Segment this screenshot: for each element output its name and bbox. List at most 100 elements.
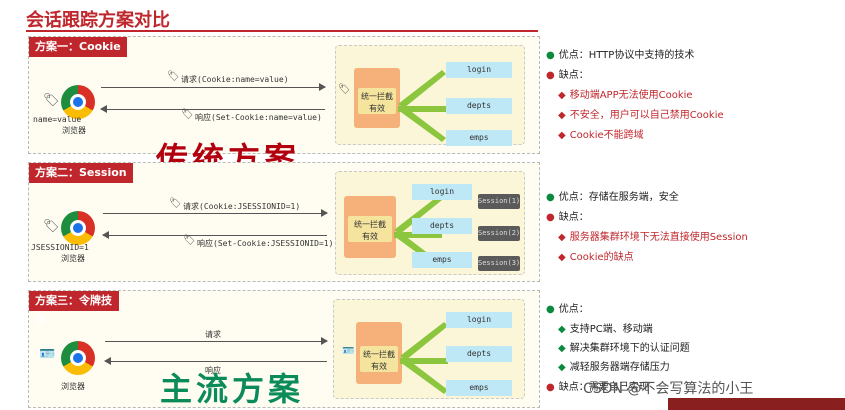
cons-item-text: 服务器集群环境下无法直接使用Session xyxy=(569,232,748,243)
cons-line: ●缺点：需要自己实现 xyxy=(546,378,649,393)
panel-tag: 方案二：Session xyxy=(29,163,133,183)
session-store: Session(3) xyxy=(478,256,520,271)
panel-token: 方案三：令牌技术 🪪 浏览器 请求 响应 🪪 统一拦截 有效 login dep… xyxy=(28,290,540,408)
interceptor-valid-text: 有效 xyxy=(362,232,378,241)
interceptor-text: 统一拦截 xyxy=(361,92,393,101)
diamond-icon: ◆ xyxy=(558,324,566,335)
client-label: JSESSIONID=1 xyxy=(31,243,89,252)
request-arrow xyxy=(101,83,326,91)
cons-item-text: 移动端APP无法使用Cookie xyxy=(569,90,693,101)
session-store: Session(2) xyxy=(478,226,520,241)
pros-text: 优点：HTTP协议中支持的技术 xyxy=(558,50,695,61)
chrome-browser-icon xyxy=(61,341,95,375)
tag-icon: 🏷 xyxy=(338,84,351,95)
chrome-browser-icon xyxy=(61,85,95,119)
id-card-icon: 🪪 xyxy=(342,346,355,357)
session-store: Session(1) xyxy=(478,194,520,209)
interceptor-text: 统一拦截 xyxy=(363,350,395,359)
pros-item-text: 支持PC端、移动端 xyxy=(569,324,653,335)
interceptor-label: 统一拦截 有效 xyxy=(348,216,392,242)
pros-label: 优点： xyxy=(558,304,589,315)
id-card-icon: 🪪 xyxy=(39,347,56,362)
module-depts: depts xyxy=(412,218,472,234)
request-arrow xyxy=(103,209,328,217)
cons-line: ●缺点： xyxy=(546,66,589,81)
panel-cookie: 方案一：Cookie 🏷 name=value 浏览器 🏷 请求(Cookie:… xyxy=(28,36,540,154)
tag-icon: 🏷 xyxy=(181,109,194,120)
server-box: 🪪 统一拦截 有效 login depts emps xyxy=(333,299,525,399)
response-arrow xyxy=(104,357,327,365)
cons-item: ◆服务器集群环境下无法直接使用Session xyxy=(558,228,748,243)
module-emps: emps xyxy=(446,130,512,146)
bullet-dot-icon: ● xyxy=(546,304,555,315)
module-depts: depts xyxy=(446,346,512,362)
server-box: 统一拦截 有效 login depts emps Session(1) Sess… xyxy=(335,171,525,275)
route-arrows xyxy=(398,70,446,142)
request-arrow xyxy=(105,337,328,345)
tag-icon: 🏷 xyxy=(167,71,180,82)
pros-item-text: 减轻服务器端存储压力 xyxy=(569,362,670,373)
pros-item: ◆支持PC端、移动端 xyxy=(558,320,653,335)
pros-item: ◆减轻服务器端存储压力 xyxy=(558,358,670,373)
pros-item: ◆解决集群环境下的认证问题 xyxy=(558,339,690,354)
cons-item: ◆Cookie不能跨域 xyxy=(558,126,644,141)
diamond-icon: ◆ xyxy=(558,343,566,354)
cons-line: ●缺点： xyxy=(546,208,589,223)
module-login: login xyxy=(412,184,472,200)
tag-icon: 🏷 xyxy=(169,198,182,209)
module-depts: depts xyxy=(446,98,512,114)
pros-item-text: 解决集群环境下的认证问题 xyxy=(569,343,690,354)
bullet-dot-icon: ● xyxy=(546,382,555,393)
diamond-icon: ◆ xyxy=(558,130,566,141)
cons-label: 缺点： xyxy=(558,212,589,223)
bullet-dot-icon: ● xyxy=(546,212,555,223)
diamond-icon: ◆ xyxy=(558,362,566,373)
interceptor-valid-text: 有效 xyxy=(369,104,385,113)
response-arrow xyxy=(102,231,327,239)
module-login: login xyxy=(446,312,512,328)
browser-label: 浏览器 xyxy=(62,126,86,135)
request-label: 请求(Cookie:JSESSIONID=1) xyxy=(183,202,301,211)
cons-label: 缺点： xyxy=(558,70,589,81)
cons-item: ◆移动端APP无法使用Cookie xyxy=(558,86,693,101)
cons-item-text: 不安全，用户可以自己禁用Cookie xyxy=(569,110,724,121)
browser-label: 浏览器 xyxy=(61,382,85,391)
page-title: 会话跟踪方案对比 xyxy=(26,10,170,31)
diamond-icon: ◆ xyxy=(558,232,566,243)
cons-item: ◆Cookie的缺点 xyxy=(558,248,634,263)
server-box: 🏷 统一拦截 有效 login depts emps xyxy=(335,45,525,146)
interceptor-label: 统一拦截 有效 xyxy=(358,88,396,114)
pros-line: ●优点：HTTP协议中支持的技术 xyxy=(546,46,694,61)
response-arrow xyxy=(100,105,325,113)
browser-label: 浏览器 xyxy=(61,254,85,263)
module-emps: emps xyxy=(446,380,512,396)
pros-line: ●优点： xyxy=(546,300,589,315)
module-emps: emps xyxy=(412,252,472,268)
request-label: 请求 xyxy=(205,330,221,339)
panel-tag: 方案一：Cookie xyxy=(29,37,127,57)
interceptor-label: 统一拦截 有效 xyxy=(360,346,398,372)
cons-text: 缺点：需要自己实现 xyxy=(558,382,649,393)
footer-bar xyxy=(668,398,845,410)
bullet-dot-icon: ● xyxy=(546,50,555,61)
response-label: 响应 xyxy=(205,366,221,375)
diamond-icon: ◆ xyxy=(558,90,566,101)
route-arrows xyxy=(400,322,448,394)
panel-tag: 方案三：令牌技术 xyxy=(29,291,119,327)
response-label: 响应(Set-Cookie:JSESSIONID=1) xyxy=(197,239,334,248)
module-login: login xyxy=(446,62,512,78)
bullet-dot-icon: ● xyxy=(546,70,555,81)
cons-item: ◆不安全，用户可以自己禁用Cookie xyxy=(558,106,724,121)
stamp-mainstream: 主流方案 xyxy=(160,370,305,408)
client-label: name=value xyxy=(33,115,82,124)
diamond-icon: ◆ xyxy=(558,110,566,121)
cons-item-text: Cookie不能跨域 xyxy=(569,130,644,141)
request-label: 请求(Cookie:name=value) xyxy=(181,75,289,84)
diamond-icon: ◆ xyxy=(558,252,566,263)
cons-item-text: Cookie的缺点 xyxy=(569,252,634,263)
interceptor-text: 统一拦截 xyxy=(354,220,386,229)
panel-session: 方案二：Session 🏷 JSESSIONID=1 浏览器 🏷 请求(Cook… xyxy=(28,162,540,282)
pros-line: ●优点：存储在服务端，安全 xyxy=(546,188,679,203)
response-label: 响应(Set-Cookie:name=value) xyxy=(195,113,322,122)
tag-icon: 🏷 xyxy=(43,219,60,234)
